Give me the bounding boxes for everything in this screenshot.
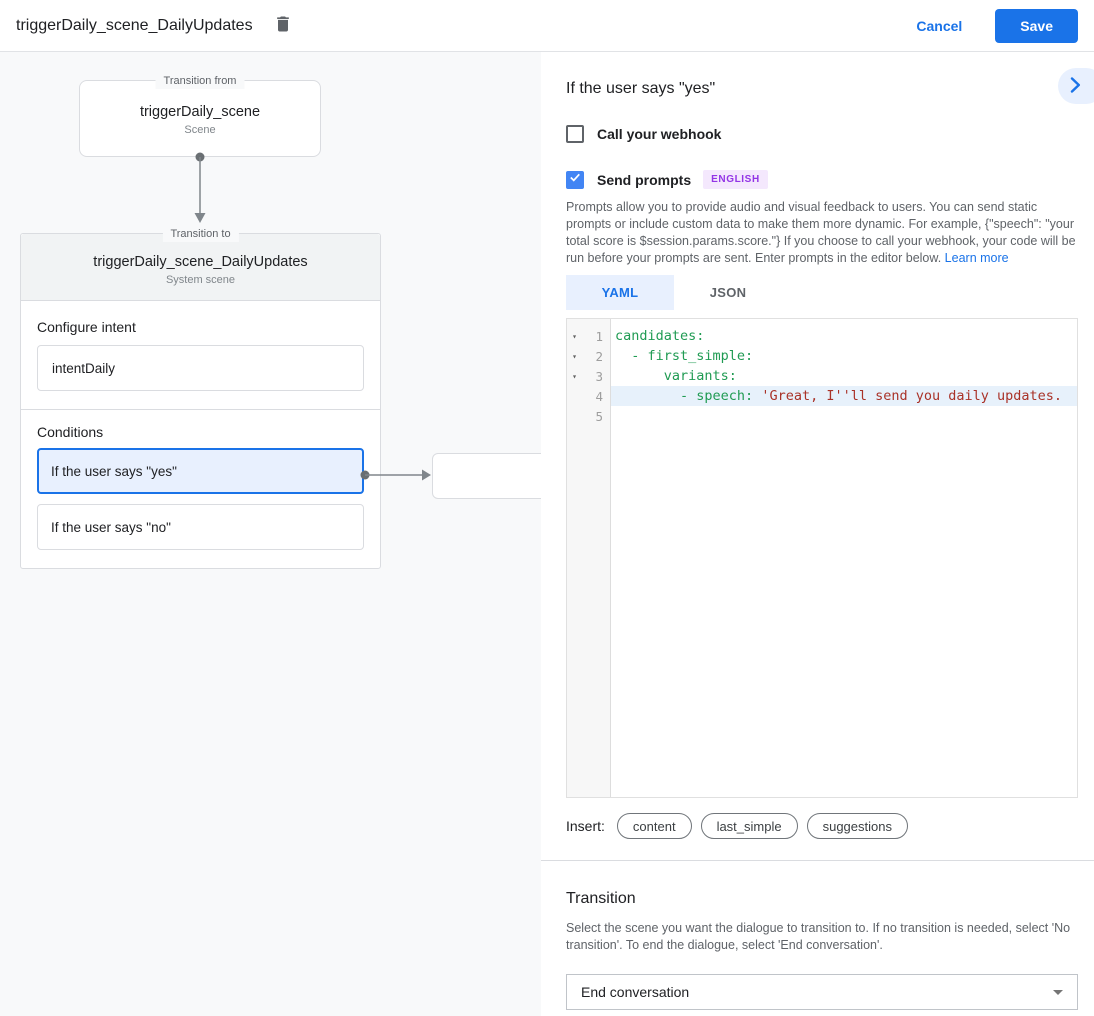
learn-more-link[interactable]: Learn more [944, 251, 1009, 265]
gutter-row: ▾ 1 [567, 326, 610, 346]
line-number: 3 [595, 368, 603, 384]
gutter-row: ▾ 2 [567, 346, 610, 366]
arrowhead-down-icon [194, 213, 206, 223]
checkmark-icon [568, 170, 582, 189]
line-number: 4 [595, 388, 603, 404]
code-line-3[interactable]: variants: [611, 366, 1077, 386]
scene-diagram-canvas[interactable]: Transition from triggerDaily_scene Scene… [0, 52, 541, 1016]
to-scene-type: System scene [165, 274, 236, 286]
send-prompts-checkbox[interactable] [566, 170, 584, 189]
section-divider [541, 860, 1094, 861]
transition-description: Select the scene you want the dialogue t… [566, 921, 1071, 952]
language-badge: ENGLISH [703, 170, 768, 189]
to-scene-header: triggerDaily_scene_DailyUpdates System s… [21, 234, 380, 301]
insert-label: Insert: [566, 818, 605, 834]
topbar: triggerDaily_scene_DailyUpdates Cancel S… [0, 0, 1094, 52]
code-line-1[interactable]: candidates: [611, 326, 1077, 346]
chevron-right-icon [1070, 76, 1081, 96]
fold-arrow-icon[interactable]: ▾ [572, 351, 577, 361]
transition-to-legend: Transition to [162, 226, 239, 242]
yaml-string: 'Great, I''ll send you daily updates. [761, 388, 1063, 404]
line-number: 2 [595, 348, 603, 364]
condition-no-label: If the user says "no" [51, 519, 171, 535]
delete-scene-button[interactable] [271, 14, 295, 38]
save-button[interactable]: Save [995, 8, 1078, 43]
transition-from-node[interactable]: Transition from triggerDaily_scene Scene [79, 73, 321, 157]
condition-item-no[interactable]: If the user says "no" [37, 504, 364, 550]
collapse-panel-button[interactable] [1058, 68, 1094, 104]
webhook-label[interactable]: Call your webhook [597, 126, 722, 142]
webhook-checkbox[interactable] [566, 125, 584, 143]
panel-title: If the user says "yes" [566, 80, 716, 97]
fold-arrow-icon[interactable]: ▾ [572, 331, 577, 341]
webhook-row: Call your webhook [566, 125, 1078, 143]
gutter-row: 5 [567, 406, 610, 426]
arrowhead-right-icon [422, 469, 431, 481]
intent-value: intentDaily [52, 360, 116, 376]
code-line-2[interactable]: - first_simple: [611, 346, 1077, 366]
page-title: triggerDaily_scene_DailyUpdates [16, 16, 253, 34]
transition-from-legend: Transition from [155, 73, 245, 89]
condition-target-node[interactable] [432, 453, 541, 499]
tab-json[interactable]: JSON [674, 275, 782, 310]
editor-code-area[interactable]: candidates: - first_simple: variants: - … [611, 319, 1077, 797]
code-line-5[interactable] [611, 406, 1077, 426]
dropdown-caret-icon [1053, 989, 1063, 995]
yaml-key: - speech: [615, 388, 762, 404]
prompts-description-text: Prompts allow you to provide audio and v… [566, 200, 1076, 265]
yaml-key: candidates: [615, 328, 705, 344]
topbar-actions: Cancel Save [916, 8, 1078, 43]
condition-item-yes[interactable]: If the user says "yes" [37, 448, 364, 494]
transition-to-node[interactable]: Transition to triggerDaily_scene_DailyUp… [20, 226, 381, 569]
condition-yes-label: If the user says "yes" [51, 463, 177, 479]
line-number: 1 [595, 328, 603, 344]
tab-yaml[interactable]: YAML [566, 275, 674, 310]
prompt-code-editor[interactable]: ▾ 1 ▾ 2 ▾ 3 4 5 [566, 318, 1078, 798]
insert-last-simple-button[interactable]: last_simple [700, 813, 798, 839]
insert-content-button[interactable]: content [616, 813, 692, 839]
configure-intent-label: Configure intent [37, 319, 136, 335]
from-scene-type: Scene [184, 124, 216, 136]
gutter-row: ▾ 3 [567, 366, 610, 386]
to-scene-title: triggerDaily_scene_DailyUpdates [93, 254, 308, 270]
insert-suggestions-button[interactable]: suggestions [806, 813, 908, 839]
conditions-label: Conditions [37, 424, 104, 440]
code-line-4-highlighted[interactable]: - speech: 'Great, I''ll send you daily u… [611, 386, 1077, 406]
intent-field[interactable]: intentDaily [37, 345, 364, 391]
conditions-section: Conditions If the user says "yes" If the… [21, 409, 380, 568]
transition-select[interactable]: End conversation [566, 974, 1078, 1010]
fold-arrow-icon[interactable]: ▾ [572, 371, 577, 381]
send-prompts-label[interactable]: Send prompts [597, 171, 692, 188]
gutter-row: 4 [567, 386, 610, 406]
yaml-key: variants: [615, 368, 737, 384]
editor-gutter: ▾ 1 ▾ 2 ▾ 3 4 5 [567, 319, 611, 797]
prompts-description: Prompts allow you to provide audio and v… [566, 199, 1078, 267]
condition-editor-panel: If the user says "yes" Call your webhook… [541, 52, 1094, 1016]
transition-heading: Transition [566, 890, 636, 907]
configure-intent-section: Configure intent intentDaily [21, 301, 380, 409]
yaml-key: - first_simple: [615, 348, 754, 364]
trash-icon [273, 14, 293, 37]
line-number: 5 [595, 408, 603, 424]
editor-format-tabs: YAML JSON [566, 275, 1078, 310]
cancel-button[interactable]: Cancel [916, 17, 963, 34]
insert-row: Insert: content last_simple suggestions [566, 813, 1078, 839]
from-scene-title: triggerDaily_scene [139, 104, 261, 120]
send-prompts-row: Send prompts ENGLISH [566, 170, 1078, 189]
transition-selected-value: End conversation [581, 984, 690, 1000]
